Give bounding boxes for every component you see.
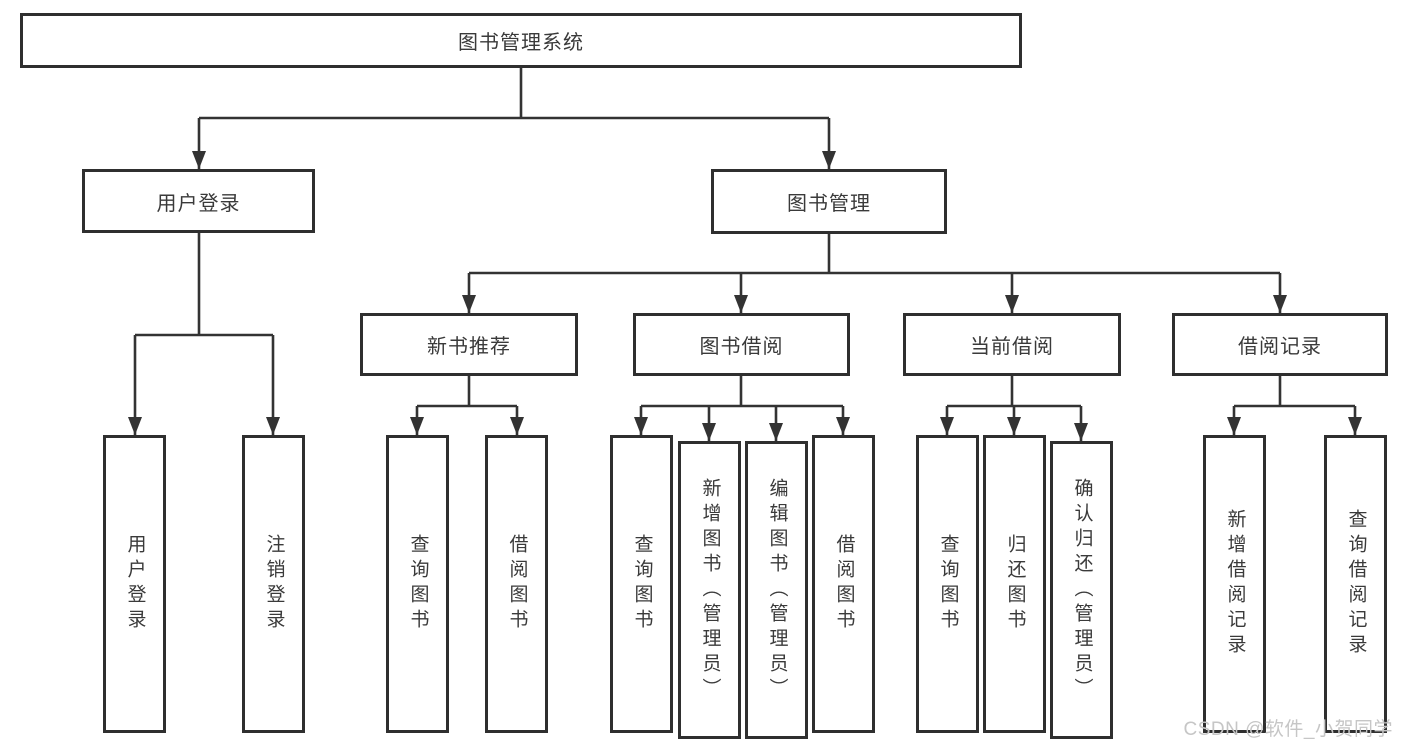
arrowhead-icon xyxy=(822,151,836,169)
arrowhead-icon xyxy=(702,423,716,441)
node-current-borrowing-label: 当前借阅 xyxy=(970,336,1054,358)
arrowhead-icon xyxy=(510,417,524,435)
node-new-book-recommendation-label: 新书推荐 xyxy=(427,336,511,358)
arrowhead-icon xyxy=(1005,295,1019,313)
leaf-recommend-query-books-label: 查询图书 xyxy=(407,534,429,634)
node-book-management-label: 图书管理 xyxy=(787,193,871,215)
leaf-add-books-admin: 新增图书（管理员） xyxy=(678,441,741,739)
node-book-borrowing: 图书借阅 xyxy=(633,313,850,376)
leaf-confirm-return-admin-label: 确认归还（管理员） xyxy=(1071,477,1093,703)
leaf-borrowing-query-books-label: 查询图书 xyxy=(631,534,653,634)
arrowhead-icon xyxy=(836,417,850,435)
arrowhead-icon xyxy=(266,417,280,435)
node-current-borrowing: 当前借阅 xyxy=(903,313,1121,376)
leaf-edit-books-admin: 编辑图书（管理员） xyxy=(745,441,808,739)
arrowhead-icon xyxy=(128,417,142,435)
leaf-borrowing-borrow-books: 借阅图书 xyxy=(812,435,875,733)
arrowhead-icon xyxy=(1074,423,1088,441)
node-user-login: 用户登录 xyxy=(82,169,315,233)
arrowhead-icon xyxy=(1227,417,1241,435)
arrowhead-icon xyxy=(1348,417,1362,435)
node-new-book-recommendation: 新书推荐 xyxy=(360,313,578,376)
node-book-management: 图书管理 xyxy=(711,169,947,234)
node-root-label: 图书管理系统 xyxy=(458,32,584,54)
arrowhead-icon xyxy=(769,423,783,441)
arrowhead-icon xyxy=(1007,417,1021,435)
node-book-borrowing-label: 图书借阅 xyxy=(699,336,784,358)
leaf-recommend-borrow-books: 借阅图书 xyxy=(485,435,548,733)
leaf-user-login: 用户登录 xyxy=(103,435,166,733)
leaf-recommend-borrow-books-label: 借阅图书 xyxy=(506,534,528,634)
arrowhead-icon xyxy=(634,417,648,435)
leaf-current-query-books-label: 查询图书 xyxy=(937,534,959,634)
arrowhead-icon xyxy=(410,417,424,435)
arrowhead-icon xyxy=(1273,295,1287,313)
leaf-add-books-admin-label: 新增图书（管理员） xyxy=(699,477,721,703)
leaf-recommend-query-books: 查询图书 xyxy=(386,435,449,733)
node-borrowing-records: 借阅记录 xyxy=(1172,313,1388,376)
arrowhead-icon xyxy=(734,295,748,313)
csdn-watermark: CSDN @软件_小贺同学 xyxy=(1183,719,1393,740)
leaf-return-books-label: 归还图书 xyxy=(1004,534,1026,634)
leaf-query-borrow-record: 查询借阅记录 xyxy=(1324,435,1387,733)
leaf-current-query-books: 查询图书 xyxy=(916,435,979,733)
node-borrowing-records-label: 借阅记录 xyxy=(1238,336,1322,358)
leaf-logout: 注销登录 xyxy=(242,435,305,733)
leaf-user-login-label: 用户登录 xyxy=(124,534,146,634)
leaf-borrowing-borrow-books-label: 借阅图书 xyxy=(833,534,855,634)
leaf-add-borrow-record-label: 新增借阅记录 xyxy=(1224,509,1246,659)
arrowhead-icon xyxy=(940,417,954,435)
leaf-edit-books-admin-label: 编辑图书（管理员） xyxy=(766,477,788,703)
leaf-borrowing-query-books: 查询图书 xyxy=(610,435,673,733)
leaf-confirm-return-admin: 确认归还（管理员） xyxy=(1050,441,1113,739)
arrowhead-icon xyxy=(462,295,476,313)
leaf-return-books: 归还图书 xyxy=(983,435,1046,733)
leaf-logout-label: 注销登录 xyxy=(263,534,285,634)
node-user-login-label: 用户登录 xyxy=(156,192,241,215)
leaf-add-borrow-record: 新增借阅记录 xyxy=(1203,435,1266,733)
arrowhead-icon xyxy=(192,151,206,169)
leaf-query-borrow-record-label: 查询借阅记录 xyxy=(1345,509,1367,659)
node-root: 图书管理系统 xyxy=(20,13,1022,68)
